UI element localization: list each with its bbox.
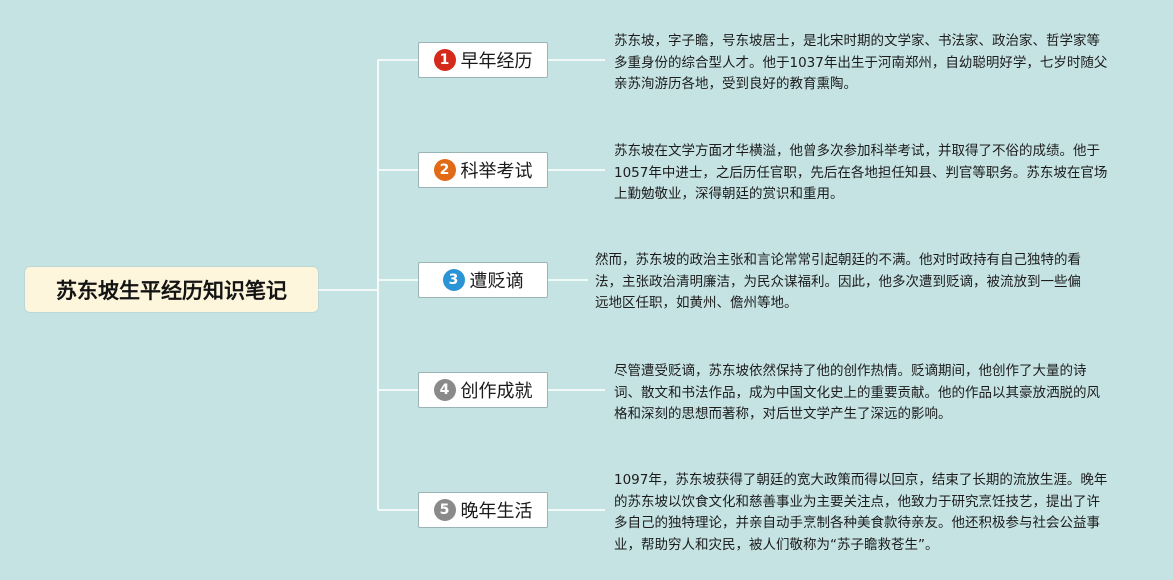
branch-label: 晚年生活 <box>460 501 533 522</box>
branch-label: 创作成就 <box>460 381 533 402</box>
note-early-life: 苏东坡，字子瞻，号东坡居士，是北宋时期的文学家、书法家、政治家、哲学家等多重身份… <box>614 33 1108 92</box>
branch-label: 早年经历 <box>460 51 533 72</box>
root-title: 苏东坡生平经历知识笔记 <box>56 278 287 303</box>
branch-demotion[interactable]: 3 遭贬谪 <box>418 262 548 298</box>
branch-label: 遭贬谪 <box>469 271 524 292</box>
number-badge-3: 3 <box>442 269 465 291</box>
branch-later-life[interactable]: 5 晚年生活 <box>418 492 548 528</box>
number-badge-4: 4 <box>433 379 456 401</box>
branch-achievements[interactable]: 4 创作成就 <box>418 372 548 408</box>
branch-imperial-exam[interactable]: 2 科举考试 <box>418 152 548 188</box>
note-demotion: 然而，苏东坡的政治主张和言论常常引起朝廷的不满。他对时政持有自己独特的看法，主张… <box>595 252 1081 311</box>
note-imperial-exam: 苏东坡在文学方面才华横溢，他曾多次参加科举考试，并取得了不俗的成绩。他于1057… <box>614 143 1108 202</box>
number-badge-1: 1 <box>433 49 456 71</box>
number-badge-5: 5 <box>433 499 456 521</box>
number-badge-2: 2 <box>433 159 456 181</box>
branch-early-life[interactable]: 1 早年经历 <box>418 42 548 78</box>
root-topic[interactable]: 苏东坡生平经历知识笔记 <box>25 267 318 312</box>
note-achievements: 尽管遭受贬谪，苏东坡依然保持了他的创作热情。贬谪期间，他创作了大量的诗词、散文和… <box>614 363 1100 422</box>
note-later-life: 1097年，苏东坡获得了朝廷的宽大政策而得以回京，结束了长期的流放生涯。晚年的苏… <box>614 472 1108 553</box>
branch-label: 科举考试 <box>460 161 533 182</box>
